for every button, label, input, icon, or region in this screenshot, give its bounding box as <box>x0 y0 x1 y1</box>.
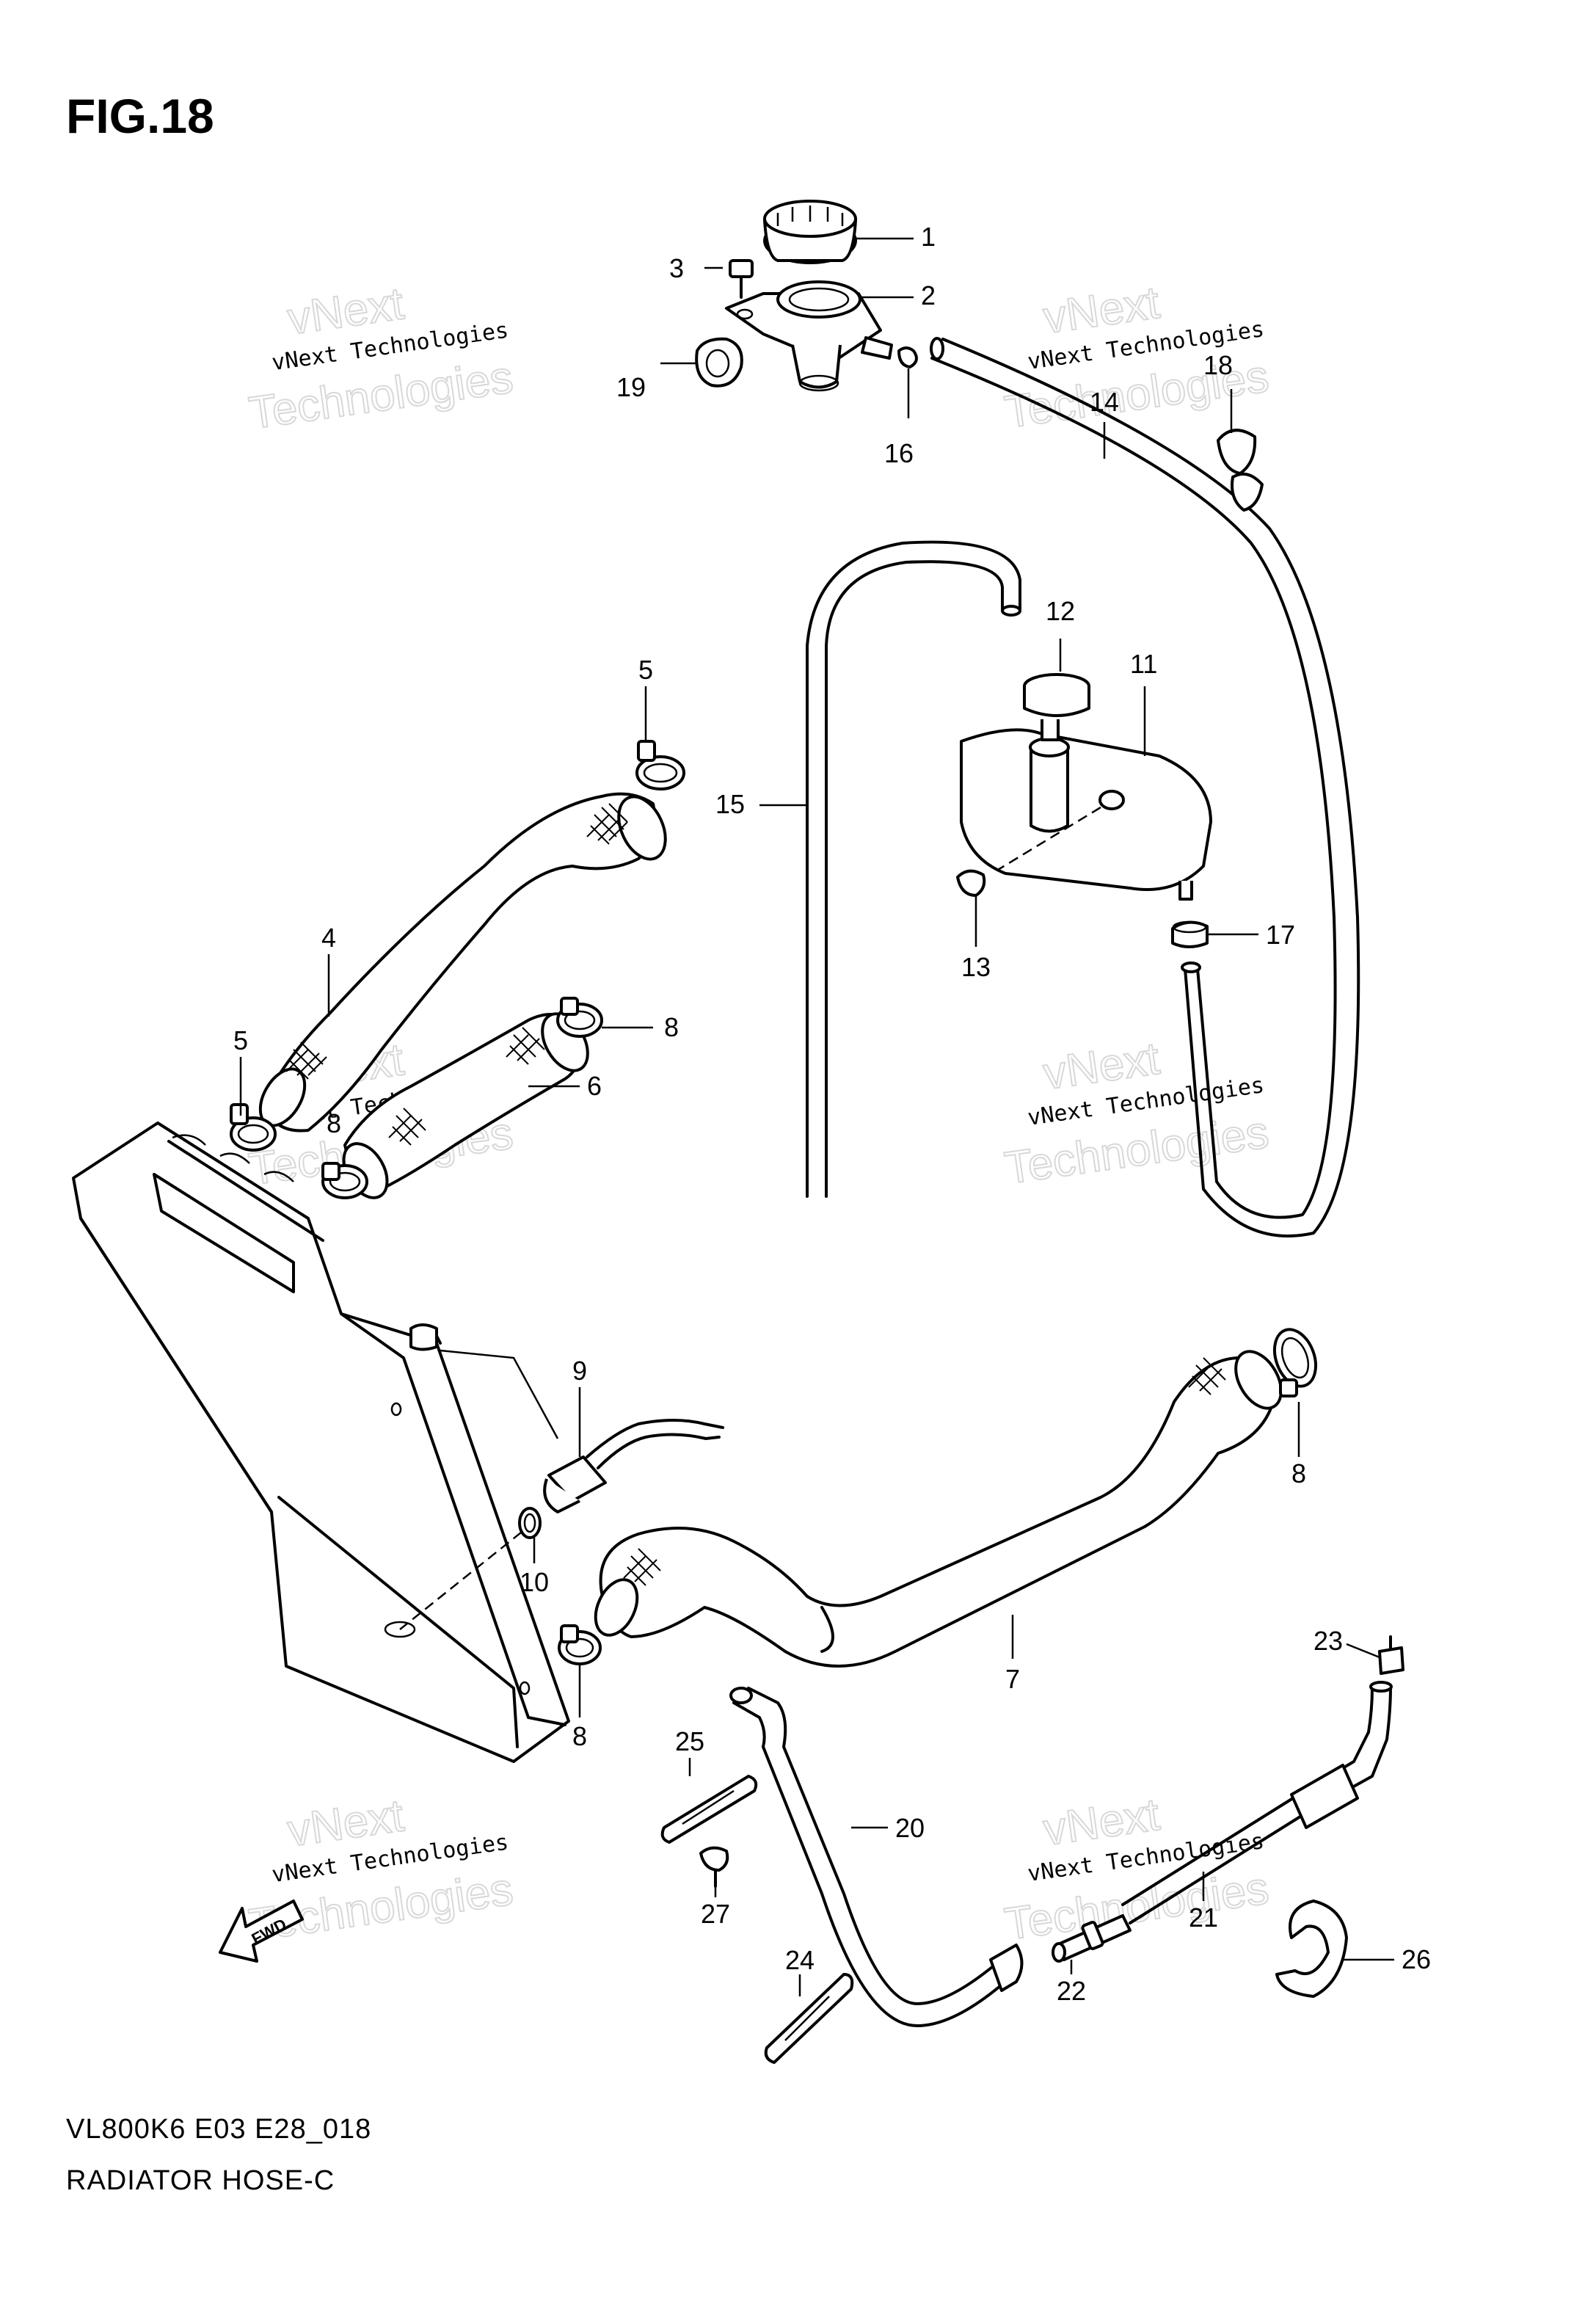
clip-16 <box>897 346 918 368</box>
callout-8-d: 8 <box>572 1721 587 1751</box>
callout-18: 18 <box>1203 350 1233 380</box>
callout-21: 21 <box>1189 1902 1218 1933</box>
callout-3: 3 <box>669 253 684 283</box>
clamp-8-b <box>321 1162 368 1199</box>
callout-5-left: 5 <box>233 1025 248 1055</box>
hose-4 <box>258 792 667 1133</box>
callout-7: 7 <box>1005 1664 1020 1694</box>
callout-numbers: 1 2 3 19 16 14 18 12 11 15 13 17 5 4 5 8… <box>233 222 1431 2006</box>
callout-27: 27 <box>701 1899 730 1929</box>
model-code: VL800K6 E03 E28_018 <box>66 2114 372 2145</box>
callout-12: 12 <box>1046 596 1075 626</box>
clamp-8-c <box>1272 1328 1318 1397</box>
bolt-13 <box>956 869 986 897</box>
fwd-arrow-icon: FWD <box>219 1900 304 1963</box>
reservoir-cap-12 <box>1023 673 1090 717</box>
section-name: RADIATOR HOSE-C <box>66 2165 335 2196</box>
callout-22: 22 <box>1057 1976 1086 2006</box>
bolt-3 <box>729 259 754 299</box>
clamp-5-top <box>635 740 685 790</box>
hose-20 <box>729 1687 1024 2027</box>
hose-7 <box>594 1350 1283 1668</box>
reservoir-tank-11 <box>960 719 1212 901</box>
radiator <box>72 1122 570 1763</box>
hose-14 <box>930 337 1360 1237</box>
callout-25: 25 <box>675 1726 704 1756</box>
filler-neck <box>725 280 893 392</box>
callout-19: 19 <box>616 372 646 402</box>
callout-8-b: 8 <box>327 1108 341 1138</box>
thermo-switch-9 <box>543 1419 724 1513</box>
callout-11: 11 <box>1130 649 1157 679</box>
callout-13: 13 <box>961 952 991 982</box>
watermark-top-left: vNext Technologies vNext Technologies <box>245 277 517 440</box>
callout-20: 20 <box>895 1813 925 1843</box>
callout-15: 15 <box>715 789 745 819</box>
hose-15 <box>806 540 1021 1198</box>
callout-14: 14 <box>1090 387 1119 417</box>
clamp-19 <box>695 337 743 388</box>
clamp-8-a <box>556 997 603 1038</box>
joint-22 <box>1052 1914 1132 1963</box>
clip-18 <box>1217 429 1264 512</box>
clamp-8-d <box>558 1624 602 1665</box>
watermark-mid-right: vNext Technologies vNext Technologies <box>1001 1033 1272 1195</box>
bolt-27 <box>699 1846 729 1888</box>
callout-2: 2 <box>921 280 936 310</box>
callout-8-c: 8 <box>1291 1458 1306 1488</box>
strap-25 <box>660 1775 758 1844</box>
callout-8-a: 8 <box>664 1012 679 1042</box>
clamp-17 <box>1171 920 1209 948</box>
callout-17: 17 <box>1266 920 1295 950</box>
callout-26: 26 <box>1402 1944 1431 1974</box>
callout-10: 10 <box>520 1567 549 1597</box>
callout-4: 4 <box>321 923 336 953</box>
clip-26 <box>1275 1900 1348 1998</box>
o-ring-10 <box>518 1507 542 1539</box>
callout-5-top: 5 <box>638 655 653 685</box>
figure-title: FIG.18 <box>66 89 214 143</box>
radiator-cap <box>763 200 857 264</box>
leader-lines <box>239 237 1394 1996</box>
strap-24 <box>764 1973 854 2064</box>
clamp-23 <box>1378 1635 1404 1675</box>
watermark-bottom-right: vNext Technologies vNext Technologies <box>1001 1789 1272 1951</box>
callout-1: 1 <box>921 222 936 252</box>
clamp-5-left <box>230 1103 277 1152</box>
callout-6: 6 <box>587 1071 602 1101</box>
callout-16: 16 <box>884 438 914 468</box>
hose-end <box>1181 961 1201 973</box>
hose-21 <box>1121 1681 1393 1924</box>
callout-9: 9 <box>572 1356 587 1386</box>
callout-23: 23 <box>1313 1626 1343 1656</box>
callout-24: 24 <box>785 1945 815 1975</box>
